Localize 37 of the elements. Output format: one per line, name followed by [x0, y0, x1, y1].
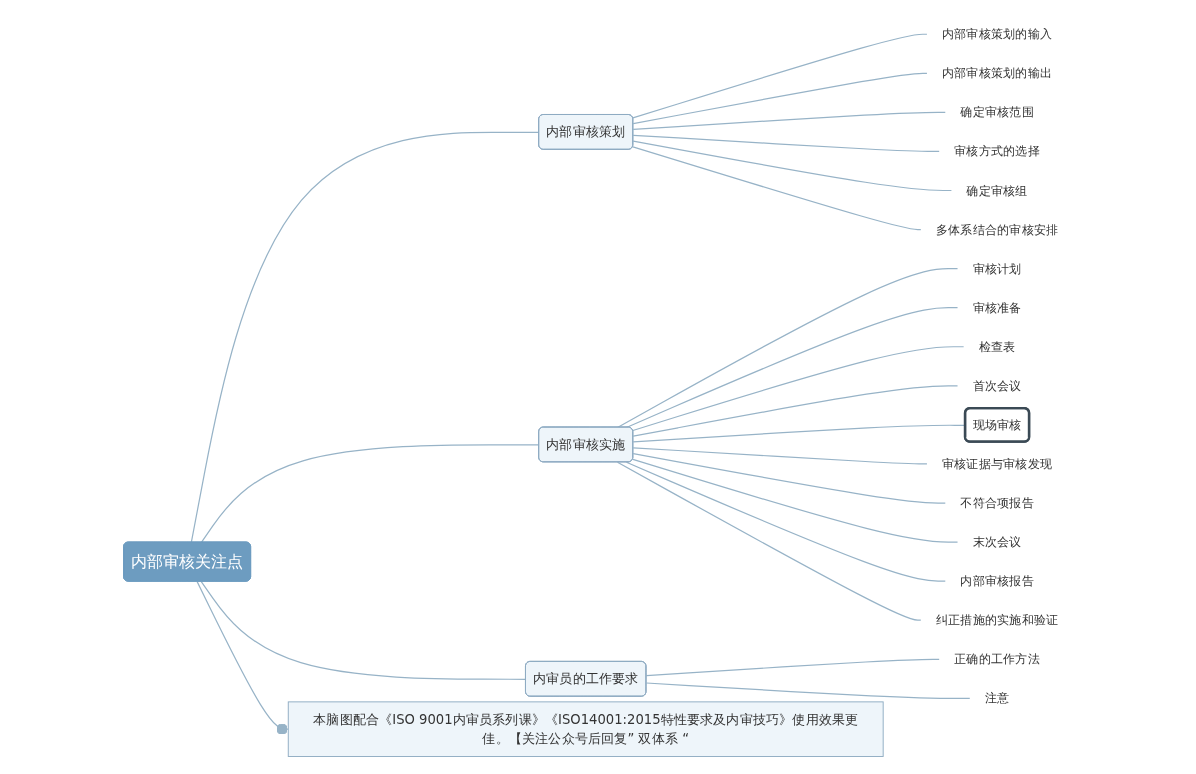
connector: [645, 682, 970, 699]
connector: [632, 140, 952, 192]
node-text: 不符合项报告: [959, 495, 1034, 510]
node-text: 确定审核组: [966, 183, 1028, 198]
connector: [631, 458, 958, 543]
connector: [631, 146, 921, 231]
node-text: 确定审核范围: [959, 105, 1034, 120]
node-text: 审核方式的选择: [953, 144, 1040, 159]
connector: [632, 447, 928, 465]
connector: [645, 658, 940, 677]
node-text: 正确的工作方法: [953, 651, 1040, 667]
node-text: 审核准备: [972, 300, 1022, 315]
node-text: 纠正措施的实施和验证: [935, 612, 1058, 628]
node-text: 内部审核策划的输出: [941, 66, 1052, 81]
node-box: 本脑图配合《ISO 9001内审员系列课》《ISO14001:2015特性要求及内审技巧》使用效果更佳。【关注公众号后回复” 双体系 “: [287, 701, 884, 757]
node-text: 末次会议: [972, 534, 1022, 549]
node-text: 审核证据与审核发现: [941, 456, 1052, 471]
connector: [632, 72, 928, 125]
connector: [631, 346, 964, 432]
node-text: 内部审核策划的输入: [941, 26, 1052, 42]
node-text: 注意: [984, 691, 1009, 706]
connector: [632, 134, 940, 153]
connector: [632, 385, 958, 437]
connector: [631, 33, 928, 119]
connector: [632, 453, 946, 504]
connector: [190, 131, 540, 544]
connector: [200, 444, 540, 544]
connector: [200, 581, 527, 680]
node-text: 首次会议: [972, 378, 1022, 393]
connector: [625, 461, 946, 582]
connector: [616, 461, 921, 621]
node-text: 内部审核报告: [959, 573, 1034, 588]
node-text: 多体系结合的审核安排: [935, 222, 1058, 237]
node-text: 检查表: [978, 339, 1015, 354]
node-text: 审核计划: [972, 261, 1022, 276]
connector: [196, 581, 289, 735]
connector: [632, 111, 946, 131]
